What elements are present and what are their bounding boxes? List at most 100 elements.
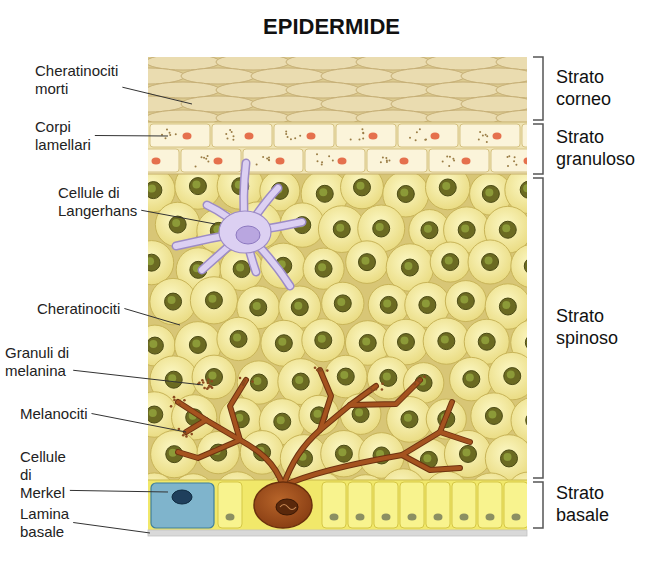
dead-keratinocyte: [426, 82, 500, 98]
cell-nucleus: [233, 261, 250, 278]
nucleolus: [172, 219, 180, 227]
lamellar-body: [452, 158, 454, 160]
cell-nucleus: [226, 514, 235, 521]
lamellar-body: [479, 131, 481, 133]
nucleolus: [149, 340, 157, 348]
lamellar-body: [316, 153, 318, 155]
melanin-granule: [381, 382, 384, 385]
lamellar-body: [362, 132, 364, 134]
lamellar-body: [268, 159, 270, 161]
nucleolus: [462, 448, 470, 456]
lamellar-body: [382, 156, 384, 158]
layer-label: Strato granuloso: [556, 127, 635, 170]
nucleolus: [168, 296, 176, 304]
nucleolus: [461, 224, 469, 232]
lamellar-body: [416, 131, 418, 133]
lamellar-body: [195, 166, 197, 168]
lamellar-body: [362, 132, 364, 134]
dead-keratinocyte: [148, 110, 220, 122]
dead-keratinocyte: [461, 68, 527, 84]
lamellar-body: [415, 139, 417, 141]
keratinocyte: [467, 473, 515, 480]
cell-nucleus: [525, 334, 527, 351]
nucleolus: [488, 410, 496, 418]
nucleolus: [295, 376, 303, 384]
melanin-granule: [206, 387, 209, 390]
layer-bracket: [533, 178, 543, 478]
nucleolus: [445, 257, 453, 265]
dead-keratinocyte: [251, 96, 325, 112]
layer-bracket: [533, 57, 543, 120]
cell-nucleus: [356, 514, 365, 521]
cell-nucleus: [457, 293, 474, 310]
cell-nucleus: [315, 260, 332, 277]
melanocyte-dendrite: [350, 380, 420, 405]
melanin-granule: [371, 390, 374, 393]
dead-keratinocyte: [216, 110, 290, 122]
callout-label: Corpi lamellari: [35, 118, 91, 154]
lamellar-body: [425, 138, 427, 140]
lamellar-body: [485, 134, 487, 136]
nucleolus: [383, 299, 391, 307]
cell-nucleus: [401, 259, 418, 276]
callout-label: Lamina basale: [20, 505, 69, 541]
lamellar-body: [268, 156, 270, 158]
lamellar-body: [424, 139, 426, 141]
keratinocyte: [507, 472, 527, 480]
dead-keratinocyte: [461, 96, 527, 112]
merkel-nucleus: [172, 490, 192, 504]
lamellar-body: [232, 135, 234, 137]
cell-nucleus: [400, 158, 409, 165]
cell-nucleus: [152, 158, 161, 165]
cell-nucleus: [459, 445, 476, 462]
cell-nucleus: [493, 133, 502, 140]
nucleolus: [318, 335, 326, 343]
nucleolus: [502, 301, 510, 309]
nucleolus: [192, 339, 200, 347]
melanin-granule: [207, 382, 210, 385]
callout-label: Melanociti: [20, 405, 88, 423]
callout-label: Cellule di Langerhans: [58, 184, 153, 220]
lamellar-body: [507, 156, 509, 158]
lamellar-body: [380, 161, 382, 163]
nucleolus: [466, 374, 474, 382]
cell-nucleus: [380, 369, 397, 386]
melanocyte-dendrite: [230, 380, 246, 440]
cell-nucleus: [165, 293, 182, 310]
nucleolus: [362, 337, 370, 345]
cell-nucleus: [460, 514, 469, 521]
melanin-granule: [211, 380, 214, 383]
cell-nucleus: [382, 514, 391, 521]
nucleolus: [404, 262, 412, 270]
lamellar-body: [362, 138, 364, 140]
keratinocyte: [214, 472, 260, 480]
cell-nucleus: [463, 371, 480, 388]
leader-line: [141, 210, 215, 224]
cell-nucleus: [275, 335, 292, 352]
nucleolus: [319, 188, 327, 196]
lamellar-body: [321, 161, 323, 163]
layer-border: [148, 122, 527, 123]
melanocyte-dendrite: [350, 380, 420, 405]
cell-nucleus: [500, 450, 517, 467]
callout-label: Cheratinociti morti: [35, 62, 118, 98]
melanocyte-nucleus: [276, 499, 298, 515]
nucleolus: [149, 409, 157, 417]
lamellar-body: [386, 160, 388, 162]
cell-nucleus: [359, 334, 376, 351]
nucleolus: [148, 257, 154, 265]
cell-nucleus: [504, 368, 521, 385]
lamellar-body: [207, 155, 209, 157]
lamellar-body: [332, 159, 334, 161]
cell-nucleus: [526, 412, 527, 429]
keratinocyte: [341, 174, 384, 209]
lamellar-body: [508, 155, 510, 157]
keratinocyte: [192, 355, 236, 399]
nucleolus: [236, 264, 244, 272]
dead-keratinocyte: [251, 68, 325, 84]
cell-nucleus: [148, 254, 160, 271]
cell-nucleus: [189, 336, 206, 353]
lamellar-body: [266, 157, 268, 159]
granular-cell: [305, 149, 365, 172]
melanin-granule: [173, 396, 176, 399]
